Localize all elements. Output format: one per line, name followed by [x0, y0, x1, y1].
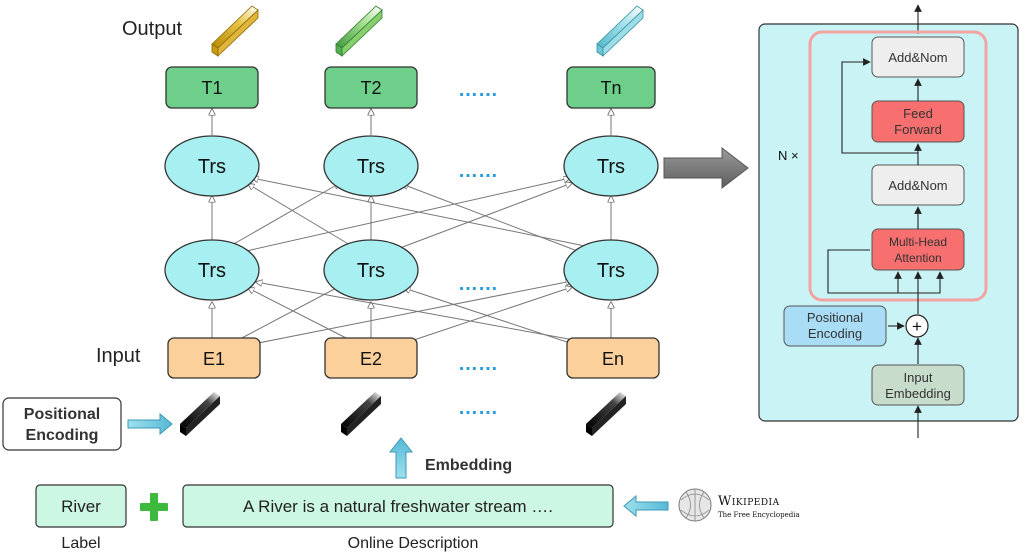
- feed-forward-box: Feed Forward: [871, 100, 965, 143]
- svg-text:Add&Nom: Add&Nom: [888, 178, 947, 193]
- wikipedia-subtitle: The Free Encyclopedia: [718, 511, 800, 519]
- svg-text:Forward: Forward: [894, 122, 942, 137]
- add-norm-box-top: Add&Nom: [871, 36, 965, 78]
- ellipsis-row-1: ……: [458, 79, 498, 101]
- ellipsis-row-2: ……: [458, 160, 498, 182]
- positional-encoding-box-left: Positional Encoding: [2, 397, 122, 451]
- svg-text:T2: T2: [360, 78, 381, 98]
- positional-encoding-box-right: Positional Encoding: [783, 305, 887, 347]
- svg-text:Embedding: Embedding: [885, 386, 951, 401]
- svg-text:Positional: Positional: [807, 310, 863, 325]
- output-vector-1: [211, 5, 259, 57]
- input-token-n: En: [566, 337, 660, 379]
- transformer-node-bottom-n: Trs: [563, 239, 659, 301]
- transformer-block-panel: [758, 23, 1019, 422]
- output-token-1: T1: [165, 66, 259, 109]
- online-description-box: A River is a natural freshwater stream ……: [182, 484, 614, 528]
- svg-text:Feed: Feed: [903, 106, 933, 121]
- transformer-node-top-1: Trs: [164, 135, 260, 197]
- transformer-node-bottom-1: Trs: [164, 239, 260, 301]
- ellipsis-row-4: ……: [458, 353, 498, 375]
- input-label: Input: [96, 345, 141, 367]
- svg-text:River: River: [61, 497, 101, 516]
- wikipedia-arrow: [623, 494, 669, 518]
- svg-text:T1: T1: [201, 78, 222, 98]
- svg-text:Trs: Trs: [597, 260, 625, 282]
- embedding-vector-1: [180, 392, 220, 436]
- input-token-2: E2: [324, 337, 418, 379]
- output-token-2: T2: [324, 66, 418, 109]
- svg-text:Attention: Attention: [894, 251, 941, 265]
- svg-text:Trs: Trs: [198, 156, 226, 178]
- wikipedia-logo: Wikipedia The Free Encyclopedia: [678, 488, 800, 522]
- svg-text:Trs: Trs: [198, 260, 226, 282]
- ellipsis-row-5: ……: [458, 397, 498, 419]
- svg-text:Tn: Tn: [600, 78, 621, 98]
- svg-text:+: +: [912, 317, 922, 336]
- ellipsis-row-3: ……: [458, 273, 498, 295]
- svg-text:Trs: Trs: [357, 156, 385, 178]
- embedding-label: Embedding: [425, 457, 512, 474]
- ellipsis-dots: …… …… …… …… ……: [458, 79, 498, 419]
- output-token-n: Tn: [566, 66, 656, 109]
- expand-arrow: [663, 146, 749, 190]
- transformer-node-bottom-2: Trs: [323, 239, 419, 301]
- cross-arrows: [231, 178, 586, 349]
- output-label: Output: [122, 18, 182, 40]
- multi-head-attention-box: Multi-Head Attention: [871, 228, 965, 271]
- river-caption: Label: [61, 535, 100, 552]
- svg-text:Encoding: Encoding: [26, 427, 99, 444]
- svg-text:Multi-Head: Multi-Head: [889, 235, 947, 249]
- repeated-layer-frame: [808, 30, 988, 302]
- svg-text:Encoding: Encoding: [808, 326, 862, 341]
- embedding-vector-n: [586, 392, 626, 436]
- add-norm-box-bottom: Add&Nom: [871, 164, 965, 206]
- positional-arrow-left: [127, 412, 173, 436]
- wikipedia-title: Wikipedia: [718, 494, 780, 509]
- svg-text:A River is a natural freshwate: A River is a natural freshwater stream ……: [243, 497, 553, 516]
- n-times-label: N ×: [778, 148, 799, 163]
- panel-flow-arrows: [827, 58, 944, 438]
- svg-text:Positional: Positional: [24, 406, 100, 423]
- vertical-arrows: [212, 109, 611, 338]
- river-label-box: River: [35, 484, 127, 528]
- embedding-vector-2: [341, 392, 381, 436]
- output-vector-2: [335, 5, 383, 57]
- embedding-up-arrow: [388, 437, 414, 479]
- plus-icon: [140, 493, 168, 521]
- svg-text:Input: Input: [904, 370, 933, 385]
- transformer-node-top-2: Trs: [323, 135, 419, 197]
- transformer-node-top-n: Trs: [563, 135, 659, 197]
- output-vector-n: [596, 5, 644, 57]
- svg-text:E2: E2: [360, 349, 382, 369]
- add-circle-icon: +: [905, 314, 929, 338]
- input-embedding-box: Input Embedding: [871, 364, 965, 406]
- svg-text:Add&Nom: Add&Nom: [888, 50, 947, 65]
- input-token-1: E1: [167, 337, 261, 379]
- svg-text:En: En: [602, 349, 624, 369]
- online-description-caption: Online Description: [348, 535, 479, 552]
- svg-text:Trs: Trs: [357, 260, 385, 282]
- svg-text:Trs: Trs: [597, 156, 625, 178]
- svg-text:E1: E1: [203, 349, 225, 369]
